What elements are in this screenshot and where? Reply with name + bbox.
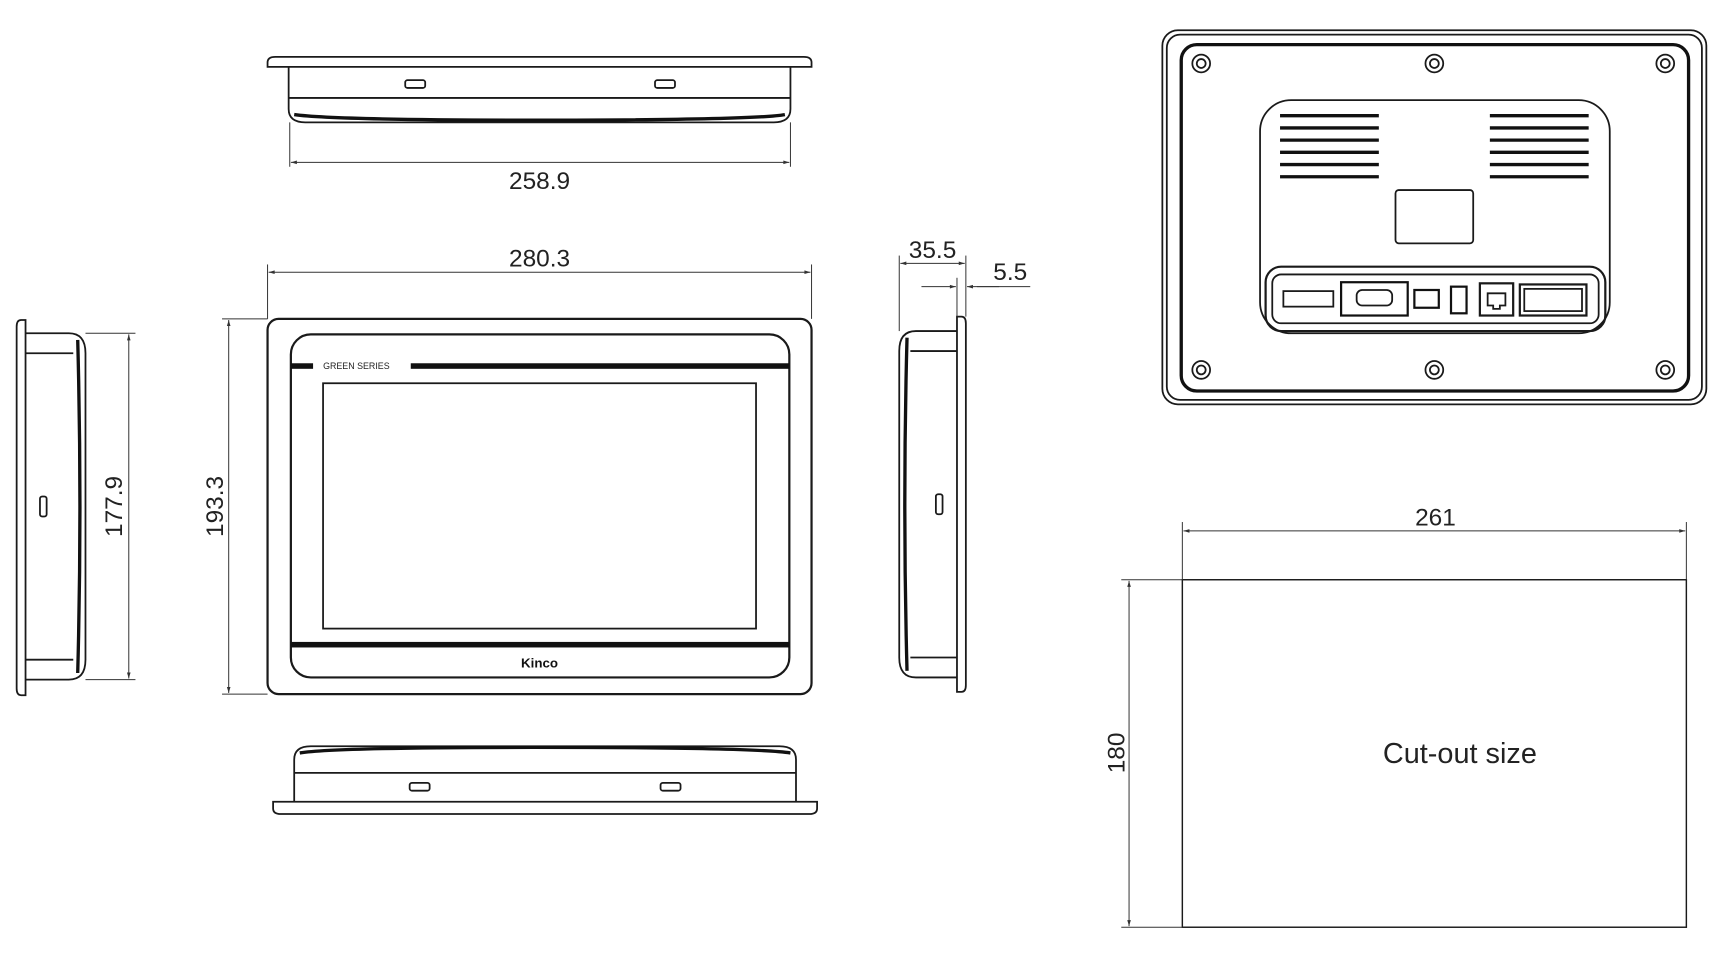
dim-cutout-width: 261 <box>1415 504 1456 531</box>
dim-depth: 35.5 <box>909 237 957 264</box>
clip-slot <box>404 79 427 89</box>
brand-logo: Kinco <box>521 655 558 670</box>
dim-front-height: 193.3 <box>202 476 229 537</box>
bottom-view <box>272 745 818 815</box>
power-terminal <box>1282 290 1335 308</box>
dim-side-height: 177.9 <box>101 476 128 537</box>
series-label: GREEN SERIES <box>323 361 390 371</box>
usb-a-port <box>1449 285 1468 315</box>
expansion-port <box>1518 283 1588 317</box>
top-view: 258.9 <box>266 55 813 195</box>
clip-slot <box>654 79 676 89</box>
dim-front-width: 280.3 <box>509 246 570 273</box>
front-view: GREEN SERIES Kinco 280.3 193.3 <box>202 246 813 696</box>
dim-cutout-height: 180 <box>1104 733 1131 774</box>
back-view <box>1161 29 1708 406</box>
cutout-view: Cut-out size 261 180 <box>1104 504 1688 928</box>
serial-port <box>1339 281 1409 317</box>
dim-top-width: 258.9 <box>509 168 570 195</box>
dim-flange: 5.5 <box>993 259 1027 286</box>
usb-b-port <box>1413 288 1440 309</box>
right-side-view: 35.5 5.5 <box>898 237 1031 693</box>
vents <box>1280 114 1589 179</box>
left-side-view: 177.9 <box>15 319 136 697</box>
screws <box>1191 53 1676 380</box>
cutout-label: Cut-out size <box>1383 738 1537 770</box>
ethernet-port <box>1478 282 1515 317</box>
